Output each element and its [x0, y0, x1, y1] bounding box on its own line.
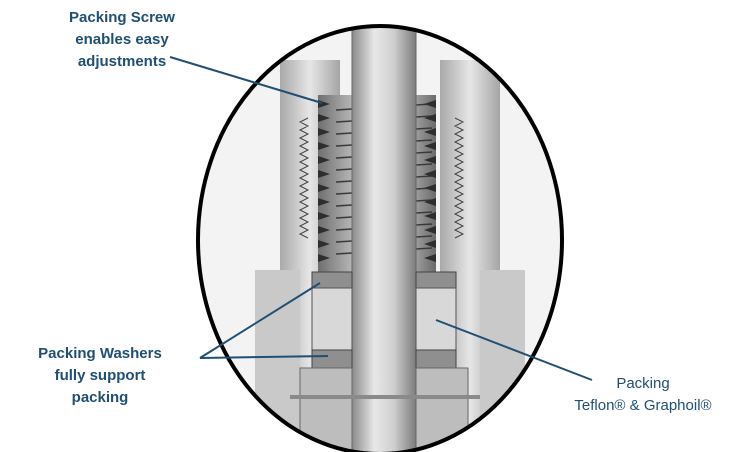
- packing-washer-lower-left: [311, 349, 353, 369]
- packing-screw-label-line-2: enables easy: [75, 31, 169, 48]
- packing-label-line-2: Teflon® & Graphoil®: [574, 397, 712, 414]
- leader-line-packing: [435, 319, 593, 381]
- leader-line-washer-upper: [199, 282, 321, 359]
- detail-ellipse-outline: [196, 24, 564, 452]
- packing-washer-upper-right: [415, 271, 457, 289]
- packing-right: [415, 287, 457, 351]
- packing-washers-label: Packing Washers fully support packing: [0, 343, 200, 409]
- leader-line-washer-lower: [199, 355, 329, 359]
- packing-screw-label: Packing Screw enables easy adjustments: [22, 7, 222, 73]
- packing-screw-label-line-1: Packing Screw: [69, 9, 175, 26]
- packing-label: Packing Teflon® & Graphoil®: [548, 373, 738, 417]
- body-thread-left: [298, 117, 310, 239]
- packing-washer-lower-right: [415, 349, 457, 369]
- packing-screw-label-line-3: adjustments: [77, 53, 167, 70]
- packing-washer-upper-left: [311, 271, 353, 289]
- packing-washers-label-line-3: packing: [71, 389, 129, 406]
- leader-line-packing-screw: [169, 56, 323, 104]
- body-thread-right: [453, 117, 465, 239]
- packing-washers-label-line-1: Packing Washers: [38, 345, 162, 362]
- packing-washers-label-line-2: fully support: [54, 367, 146, 384]
- packing-label-line-1: Packing: [616, 375, 670, 392]
- valve-stem: [352, 26, 416, 452]
- packing-left: [311, 287, 353, 351]
